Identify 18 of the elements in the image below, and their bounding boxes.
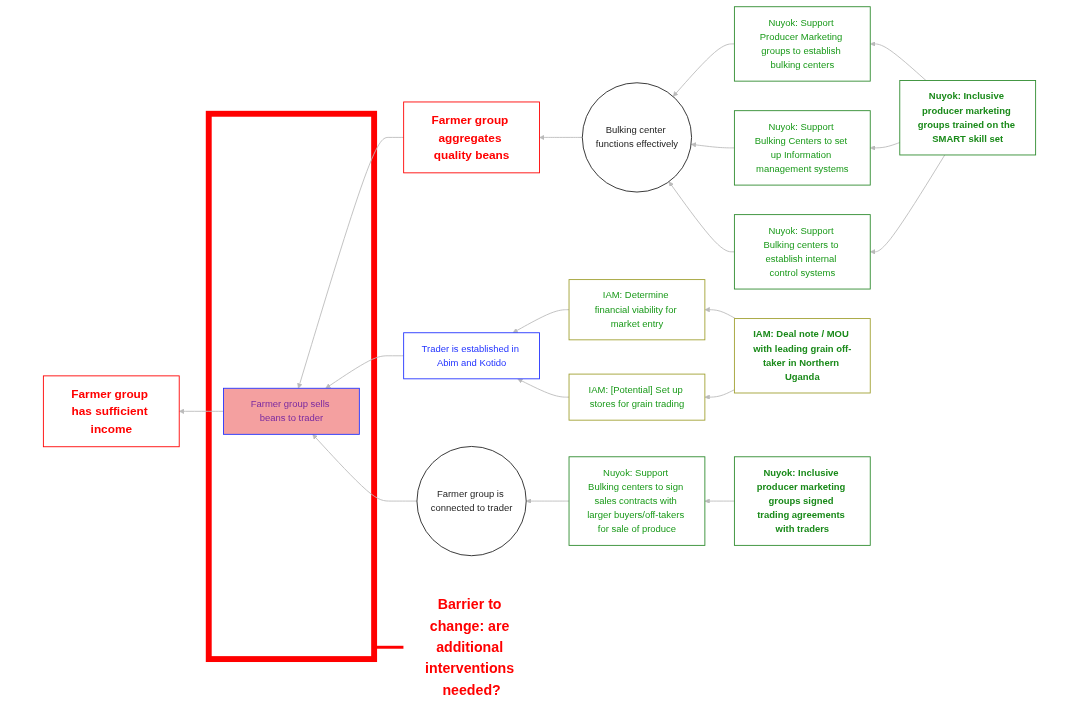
node-box: Trader is established in Abim and Kotido xyxy=(403,332,540,380)
node-box: Farmer group sells beans to trader xyxy=(223,387,360,435)
node-box: IAM: Determine financial viability for market entry xyxy=(568,279,706,341)
node-circle: Farmer group is connected to trader xyxy=(416,446,527,557)
node-text: Barrier to change: are additional interventions needed? xyxy=(425,596,515,698)
node-box: Nuyok: Support Bulking centers to establish internal control systems xyxy=(733,214,871,290)
node-circle: Bulking center functions effectively xyxy=(581,82,693,193)
node-box: Farmer group aggregates quality beans xyxy=(403,101,540,174)
cluster xyxy=(205,110,378,663)
node-box: IAM: Deal note / MOU with leading grain off-taker in Northern Uganda xyxy=(733,318,871,394)
node-box: Nuyok: Support Bulking centers to sign sales contracts with larger buyers/off-takers for sale of produce xyxy=(568,456,706,546)
node-box: Farmer group has sufficient income xyxy=(42,375,180,448)
node-box: Nuyok: Support Bulking Centers to set up Information management systems xyxy=(733,110,871,186)
node-box: IAM: [Potential] Set up stores for grain trading xyxy=(568,373,706,421)
node-box: Nuyok: Support Producer Marketing groups to establish bulking centers xyxy=(733,6,871,82)
connector xyxy=(374,645,404,649)
node-box: Nuyok: Inclusive producer marketing groups trained on the SMART skill set xyxy=(899,80,1037,156)
node-box: Nuyok: Inclusive producer marketing groups signed trading agreements with traders xyxy=(733,456,871,546)
